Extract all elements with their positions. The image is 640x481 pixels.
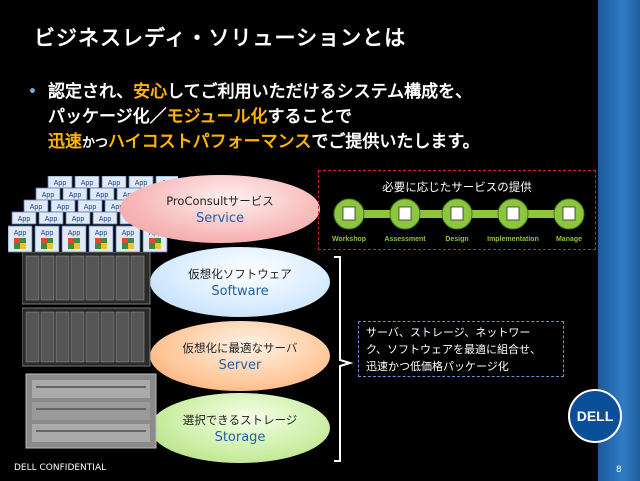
layer-jp-label: ProConsultサービス [166,193,274,208]
server-layer: 仮想化に最適なサーバ Server [150,321,330,391]
description-box: サーバ、ストレージ、ネットワー ク、ソフトウェアを最適に組合せ、 迅速かつ低価格… [358,321,564,377]
svg-text:DELL: DELL [577,408,614,424]
highlight-segment: 安心 [133,82,168,102]
svg-text:App: App [111,204,124,211]
text-segment: でご提供いたします。 [311,132,480,152]
svg-text:App: App [72,216,85,223]
service-step-label: Assessment [384,236,426,243]
layer-jp-label: 仮想化ソフトウェア [188,266,292,281]
svg-text:App: App [122,230,135,237]
description-line: サーバ、ストレージ、ネットワー [366,326,531,339]
bullet-line-3: 迅速かつハイコストパフォーマンスでご提供いたします。 [48,130,480,156]
svg-text:App: App [18,216,31,223]
svg-text:App: App [54,180,67,187]
svg-text:App: App [95,230,108,237]
highlight-segment: モジュール化 [166,107,268,127]
service-step-glyph [450,206,464,221]
layer-en-label: Storage [214,429,266,445]
app-icon: App [7,225,33,253]
svg-text:App: App [57,204,70,211]
svg-text:App: App [30,204,43,211]
app-icon: App [115,225,141,253]
services-box: 必要に応じたサービスの提供 Workshop Assessment Design Im… [318,170,596,250]
main-bullet: • 認定され、安心してご利用いただけるシステム構成を、 パッケージ化／モジュール… [28,80,480,156]
bullet-line-1: 認定され、安心してご利用いただけるシステム構成を、 [48,80,480,105]
software-layer: 仮想化ソフトウェア Software [150,247,330,317]
app-icon: App [88,225,114,253]
svg-text:App: App [96,192,109,199]
app-icon: App [65,211,91,225]
app-icon: App [47,175,73,189]
svg-text:App: App [81,180,94,187]
page-number: 8 [616,465,622,475]
app-icon: App [38,211,64,225]
text-segment: することで [267,107,352,127]
svg-text:App: App [69,192,82,199]
layer-en-label: Server [218,357,262,373]
app-icon: App [23,199,49,213]
svg-text:App: App [41,230,54,237]
service-layer: ProConsultサービス Service [120,175,320,243]
service-step-label: Manage [556,236,582,243]
bullet-dot: • [28,84,37,100]
dell-logo: DELL [567,388,623,448]
app-icon: App [62,187,88,201]
services-flow-graphic: Workshop Assessment Design Implementation Ma… [332,198,585,243]
text-segment: パッケージ化／ [48,107,167,127]
svg-text:App: App [45,216,58,223]
svg-text:App: App [135,180,148,187]
app-icon: App [101,175,127,189]
layer-en-label: Software [211,283,269,299]
app-icon: App [74,175,100,189]
app-icon: App [50,199,76,213]
app-icon: App [11,211,37,225]
text-segment: かつ [82,136,109,151]
storage-layer: 選択できるストレージ Storage [150,393,330,463]
service-step-label: Workshop [332,236,366,243]
service-step-label: Implementation [487,236,539,243]
app-icon: App [77,199,103,213]
app-icon: App [34,225,60,253]
app-icon: App [61,225,87,253]
text-segment: 認定され、 [48,82,134,102]
layer-en-label: Service [195,210,245,226]
svg-text:App: App [14,230,27,237]
services-title: 必要に応じたサービスの提供 [382,180,532,194]
app-icon: App [89,187,115,201]
app-icon: App [35,187,61,201]
highlight-segment: 迅速 [48,132,82,152]
app-icon: App [92,211,118,225]
service-step-glyph [398,206,412,221]
text-segment: してご利用いただけるシステム構成を、 [167,82,473,102]
description-line: ク、ソフトウェアを最適に組合せ、 [366,343,542,356]
svg-text:App: App [99,216,112,223]
bullet-line-2: パッケージ化／モジュール化することで [48,105,480,130]
highlight-segment: ハイコストパフォーマンス [108,132,312,152]
layer-jp-label: 仮想化に最適なサーバ [182,340,298,355]
description-line: 迅速かつ低価格パッケージ化 [366,360,509,373]
service-step-label: Design [445,236,468,243]
bracket-graphic [334,256,354,462]
slide-title: ビジネスレディ・ソリューションとは [34,26,407,50]
svg-text:App: App [84,204,97,211]
svg-text:App: App [68,230,81,237]
layer-jp-label: 選択できるストレージ [182,412,298,427]
service-step-glyph [506,206,520,221]
service-step-glyph [562,206,576,221]
svg-text:App: App [108,180,121,187]
service-step-glyph [342,206,356,221]
server-rack-image [21,251,160,452]
svg-text:App: App [42,192,55,199]
footer-confidential: DELL CONFIDENTIAL [14,463,107,473]
